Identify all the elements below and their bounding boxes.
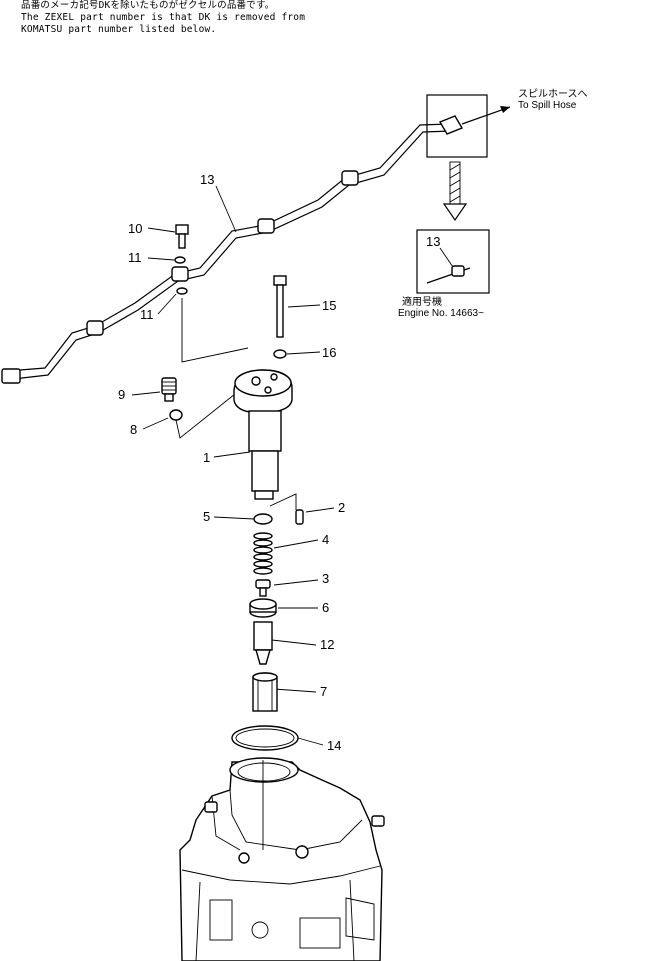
banjo-fitting — [341, 170, 359, 186]
plug-9 — [161, 377, 177, 402]
spill-pipe — [1, 123, 453, 384]
banjo-fitting — [86, 320, 104, 336]
header-note-japanese: 品番のメーカ記号DKを除いたものがゼクセルの品番です。 — [21, 0, 275, 11]
leader-line — [213, 516, 255, 520]
callout-4: 4 — [322, 532, 329, 547]
leader-line — [131, 391, 161, 396]
shim-5 — [253, 513, 273, 525]
nozzle-holder — [233, 369, 293, 500]
callout-6: 6 — [322, 600, 329, 615]
leader-line — [213, 451, 251, 458]
retaining-nut-7 — [252, 672, 278, 712]
spill-hose-label-en: To Spill Hose — [518, 100, 577, 111]
leader-line — [142, 417, 169, 430]
spill-hose-label-ja: スピルホースへ — [518, 88, 588, 100]
cylinder-head — [179, 757, 385, 961]
callout-13: 13 — [200, 172, 214, 187]
callout-14: 14 — [327, 738, 341, 753]
o-ring-14 — [231, 725, 299, 751]
callout-3: 3 — [322, 571, 329, 586]
leader-line — [286, 351, 321, 355]
leader-line — [305, 507, 335, 513]
pipe-end-fitting — [1, 368, 21, 384]
callout-1: 1 — [203, 450, 210, 465]
spring-4 — [253, 532, 273, 575]
detail-box — [426, 94, 488, 158]
callout-16: 16 — [322, 345, 336, 360]
washer-16 — [273, 349, 287, 359]
callout-9: 9 — [118, 387, 125, 402]
leader-line — [157, 293, 177, 315]
arrow-head-icon — [500, 106, 510, 113]
leader-line — [271, 639, 317, 646]
callout-15: 15 — [322, 298, 336, 313]
pin-2 — [295, 509, 304, 525]
banjo-fitting — [257, 218, 275, 234]
callout-7: 7 — [320, 684, 327, 699]
washer-11-lower — [176, 287, 188, 295]
inset-fitting — [451, 265, 465, 277]
callout-11-lower: 11 — [140, 307, 154, 322]
callout-5: 5 — [203, 509, 210, 524]
applicability-label-en: Engine No. 14663~ — [398, 308, 484, 319]
header-note-english-line2: KOMATSU part number listed below. — [21, 24, 217, 35]
leader-line — [215, 185, 237, 233]
leader-line — [273, 579, 319, 586]
callout-8: 8 — [130, 422, 137, 437]
callout-12: 12 — [320, 637, 334, 652]
nozzle-12 — [253, 621, 273, 665]
assembly-line — [269, 493, 297, 510]
hatched-down-arrow-icon — [442, 161, 468, 222]
washer-11-upper — [174, 256, 186, 264]
bolt-10 — [175, 224, 189, 249]
leader-line — [287, 304, 321, 308]
leader-line — [273, 688, 317, 693]
pipe-connector — [438, 115, 464, 135]
assembly-line — [181, 298, 249, 363]
leader-line — [273, 539, 319, 549]
washer-8 — [169, 409, 183, 421]
bolt-15 — [273, 275, 287, 338]
callout-2: 2 — [338, 500, 345, 515]
o-ring-14-inner — [235, 728, 295, 748]
push-rod-3 — [255, 579, 271, 597]
leader-line — [147, 257, 175, 261]
callout-inset-13: 13 — [426, 234, 440, 249]
leader-line — [297, 737, 324, 746]
banjo-fitting — [171, 266, 189, 282]
spacer-6 — [249, 598, 277, 618]
callout-10: 10 — [128, 221, 142, 236]
inset-box — [416, 229, 490, 294]
callout-11-upper: 11 — [128, 250, 142, 265]
leader-line — [147, 227, 176, 233]
header-note-english-line1: The ZEXEL part number is that DK is remo… — [21, 12, 306, 23]
applicability-label-ja: 適用号機 — [402, 295, 442, 308]
assembly-line — [175, 381, 251, 439]
